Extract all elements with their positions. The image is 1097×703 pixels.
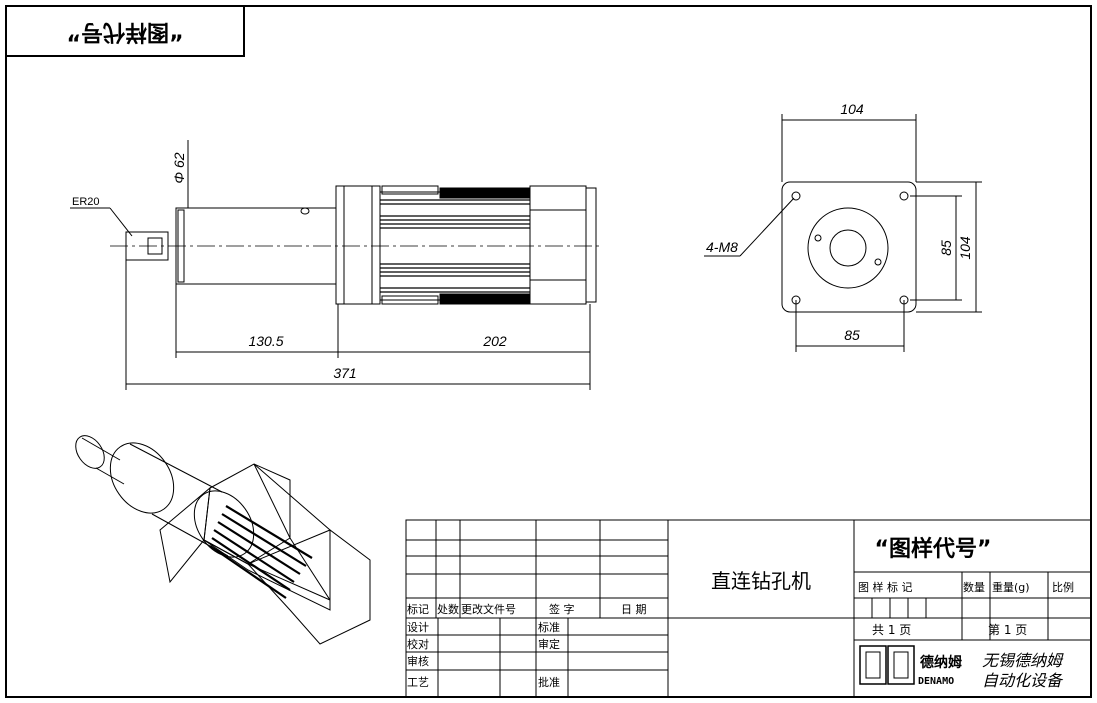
title-block (405, 519, 1092, 698)
meta-scale: 比例 (1052, 580, 1074, 594)
row-standard: 标准 (538, 620, 560, 634)
row-check: 校对 (407, 637, 429, 651)
row-review: 审核 (407, 654, 429, 668)
er-callout: ER20 (72, 196, 100, 208)
dia-dim-label: Φ 62 (171, 152, 187, 183)
dim-85-bottom: 85 (844, 327, 860, 343)
dim-85-right: 85 (938, 240, 954, 256)
row-process: 工艺 (407, 676, 429, 689)
sheets-total: 共 1 页 (872, 623, 911, 637)
company-name-line2: 自动化设备 (982, 671, 1064, 690)
company-logo: 德纳姆 DENAMO (859, 645, 962, 687)
corner-tag: “图样代号” (5, 5, 245, 57)
rev-header-doc: 更改文件号 (461, 602, 516, 616)
part-name: 直连钻孔机 (711, 569, 811, 593)
corner-tag-text: “图样代号” (67, 19, 184, 45)
row-approve-final: 审定 (538, 637, 560, 651)
dim-130-5: 130.5 (248, 333, 283, 349)
dim-104-top: 104 (840, 101, 864, 117)
hole-callout: 4-M8 (706, 239, 738, 255)
end-view (704, 114, 982, 352)
meta-weight: 重量(g) (992, 580, 1030, 594)
dim-202: 202 (482, 333, 507, 349)
logo-cn-text: 德纳姆 (920, 654, 962, 671)
row-approve: 批准 (538, 675, 560, 689)
front-view (70, 140, 600, 390)
isometric-view (75, 435, 371, 645)
sheet-number: 第 1 页 (988, 623, 1027, 637)
rev-header-sign: 签 字 (549, 602, 575, 616)
drawing-number: “图样代号” (875, 536, 992, 562)
dim-104-right: 104 (957, 236, 973, 260)
meta-drawing-mark: 图 样 标 记 (858, 580, 913, 594)
logo-en-text: DENAMO (918, 676, 954, 687)
meta-quantity: 数量 (963, 581, 985, 594)
row-design: 设计 (407, 621, 429, 634)
dim-371: 371 (333, 365, 356, 381)
rev-header-mark: 标记 (407, 602, 429, 616)
rev-header-date: 日 期 (621, 603, 647, 616)
rev-header-count: 处数 (437, 603, 459, 616)
company-name-line1: 无锡德纳姆 (982, 651, 1064, 670)
